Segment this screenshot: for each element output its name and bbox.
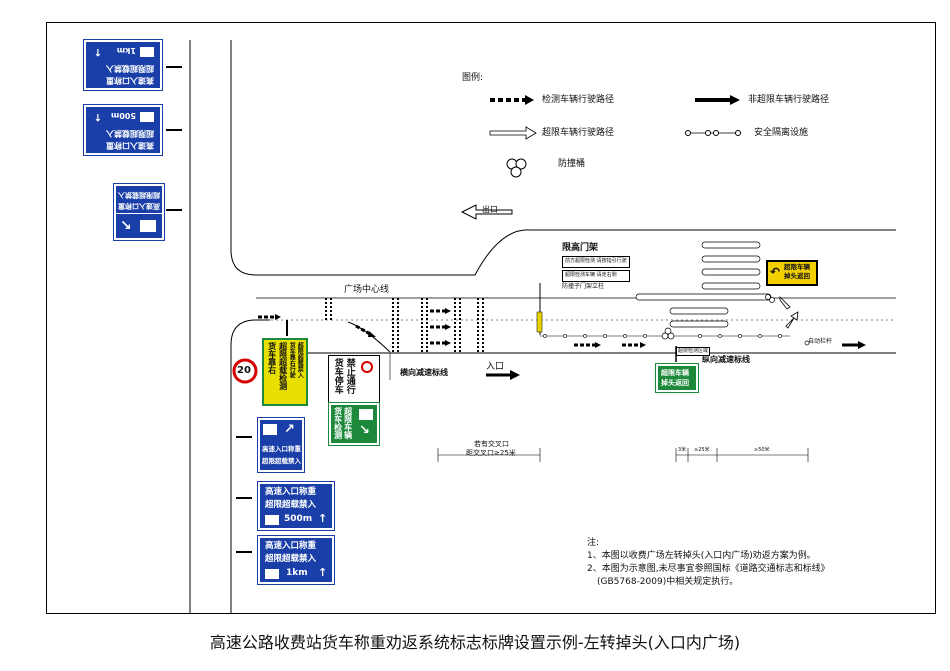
exit-label: 出口: [482, 205, 498, 214]
up-arrow-icon: ↑: [318, 566, 328, 579]
u-turn-islands: [635, 241, 772, 328]
notes-title: 注:: [587, 538, 600, 548]
overlimit-return-yellow-line1: 超限车辆: [784, 263, 810, 271]
truck-keep-right-line4: 超限超载禁入: [296, 342, 304, 378]
dim-50m: ≥50米: [754, 447, 770, 453]
legend-crash-barrel: 防撞桶: [558, 159, 586, 169]
u-turn-icon: ↶: [770, 265, 781, 279]
notes: 注: 1、本图以收费广场左转掉头(入口内广场)劝返方案为例。 2、本图为示意图,…: [587, 537, 830, 589]
figure-caption: 高速公路收费站货车称重劝返系统标志标牌设置示例-左转掉头(入口内广场): [209, 633, 741, 652]
gantry-sign-lower-text: 超限检测车辆 请走右侧: [565, 272, 617, 278]
dim-25m: ≥25米: [694, 447, 710, 453]
truck-detection-line2: 超限车辆: [343, 407, 353, 439]
entrance-weigh-near-line2: 超限超载禁入: [262, 457, 301, 465]
overlimit-detection-zone-label: 超限检测区域: [676, 347, 711, 356]
legend-non-overlimit-path: 非超限车辆行驶路径: [748, 95, 830, 105]
entrance-weigh-1km-line2: 超限超载禁入: [265, 554, 317, 564]
overlimit-return-green-line1: 超限车辆: [661, 369, 689, 377]
advance-sign-1km-top-line2: 超限超载禁入: [106, 64, 154, 73]
turn-sign-top-line2: 超限超载禁入: [118, 191, 160, 199]
truck-stop-line2: 禁止通行: [344, 358, 355, 394]
detected-path-arrows: [258, 309, 640, 347]
advance-sign-1km-top-line1: 高速入口称重: [106, 76, 154, 85]
entrance-weigh-500m-dist: 500m: [284, 514, 313, 524]
advance-sign-1km-top-dist: 1km: [116, 46, 136, 55]
longitudinal-deceleration-label: 纵向减速标线: [702, 355, 750, 364]
truck-icon: [359, 409, 373, 420]
truck-stop-line1: 货车停车: [332, 358, 343, 394]
legend-title: 图例:: [462, 73, 484, 83]
transverse-deceleration-label: 横向减速标线: [400, 368, 448, 377]
dim-intersection-line2: 距交叉口≥25米: [466, 449, 516, 457]
truck-icon: [265, 515, 279, 525]
diagonal-arrow-icon: ↘: [359, 423, 370, 438]
speed-limit-value: 20: [237, 365, 251, 376]
height-gantry-label: 限高门架: [562, 243, 599, 253]
entrance-weigh-sign-1km: 高速入口称重 超限超载禁入 1km ↑: [257, 535, 335, 585]
entrance-label: 入口: [486, 362, 505, 372]
advance-sign-500m-top-line2: 超限超载禁入: [106, 129, 154, 138]
entrance-weigh-500m-line1: 高速入口称重: [265, 487, 317, 497]
legend-safety-barrier: 安全隔离设施: [754, 128, 809, 138]
advance-sign-1km-top: 高速入口称重 超限超载禁入 1km ↑: [83, 39, 163, 91]
legend-detected-path: 检测车辆行驶路径: [542, 95, 615, 105]
advance-sign-500m-top-line1: 高速入口称重: [106, 141, 154, 150]
truck-icon: [140, 47, 154, 57]
dim-intersection-line1: 若有交叉口: [474, 440, 509, 448]
up-arrow-icon: ↑: [93, 111, 102, 122]
truck-icon: [265, 569, 279, 579]
truck-keep-right-sign: 货车靠右 超限超载检测 货车靠右行驶 超限超载禁入: [262, 338, 308, 406]
truck-icon: [140, 220, 156, 232]
notes-line1: 1、本图以收费广场左转掉头(入口内广场)劝返方案为例。: [587, 551, 816, 561]
truck-keep-right-line1: 货车靠右: [267, 342, 277, 374]
gantry-sign-upper: 前方超限检测 请按指引行驶: [562, 256, 630, 268]
entrance-weigh-near-line1: 高速入口称重: [262, 445, 301, 453]
diagram-frame: [46, 22, 936, 614]
truck-detection-sign: 货车检测 超限车辆 ↘: [328, 402, 380, 446]
legend-symbols: [489, 95, 741, 178]
gantry-sign-lower: 超限检测车辆 请走右侧: [562, 270, 630, 282]
advance-sign-500m-top: 高速入口称重 超限超载禁入 500m ↑: [83, 104, 163, 156]
up-arrow-icon: ↑: [318, 512, 328, 525]
legend-overlimit-path: 超限车辆行驶路径: [542, 128, 615, 138]
truck-stop-sign: 货车停车 禁止通行: [328, 355, 380, 403]
entrance-weigh-500m-line2: 超限超载禁入: [265, 500, 317, 510]
overlimit-return-sign-green: 超限车辆 掉头返回: [655, 363, 699, 393]
turn-sign-top: 高速入口称重 超限超载禁入 ↘: [113, 183, 165, 241]
dim-3m: 3米: [678, 447, 687, 453]
turn-sign-top-line1: 高速入口称重: [118, 202, 160, 210]
entrance-weigh-1km-dist: 1km: [286, 568, 308, 578]
truck-icon: [263, 424, 277, 435]
diagonal-arrow-icon: ↘: [120, 218, 132, 234]
overlimit-return-green-line2: 掉头返回: [661, 379, 689, 387]
rigid-barrier-post-label: 防撞子门架立柱: [562, 283, 605, 290]
plaza-centerline-label: 广场中心线: [344, 285, 390, 295]
speed-limit-sign: [232, 358, 258, 384]
truck-keep-right-line2: 超限超载检测: [278, 342, 288, 390]
up-arrow-icon: ↑: [93, 46, 102, 57]
entrance-weigh-sign-near: ↗ 高速入口称重 超限超载禁入: [257, 417, 305, 473]
transverse-marks: [325, 298, 484, 352]
notes-line3: (GB5768-2009)中相关规定执行。: [597, 577, 739, 587]
notes-line2: 2、本图为示意图,未尽事宜参照国标《道路交通标志和标线》: [587, 564, 830, 574]
overlimit-return-yellow-line2: 掉头返回: [784, 272, 810, 280]
gantry-sign-upper-text: 前方超限检测 请按指引行驶: [565, 258, 627, 264]
entrance-weigh-1km-line1: 高速入口称重: [265, 541, 317, 551]
entrance-weigh-sign-500m: 高速入口称重 超限超载禁入 500m ↑: [257, 481, 335, 531]
truck-icon: [140, 112, 154, 122]
truck-detection-line1: 货车检测: [333, 407, 343, 439]
advance-sign-500m-top-dist: 500m: [110, 111, 136, 120]
overlimit-return-sign-yellow: ↶ 超限车辆 掉头返回: [766, 260, 818, 286]
diagonal-arrow-icon: ↗: [284, 422, 295, 437]
truck-keep-right-line3: 货车靠右行驶: [288, 342, 296, 378]
auto-barrier-label: 自动栏杆: [808, 338, 833, 345]
no-truck-icon: [361, 361, 373, 373]
